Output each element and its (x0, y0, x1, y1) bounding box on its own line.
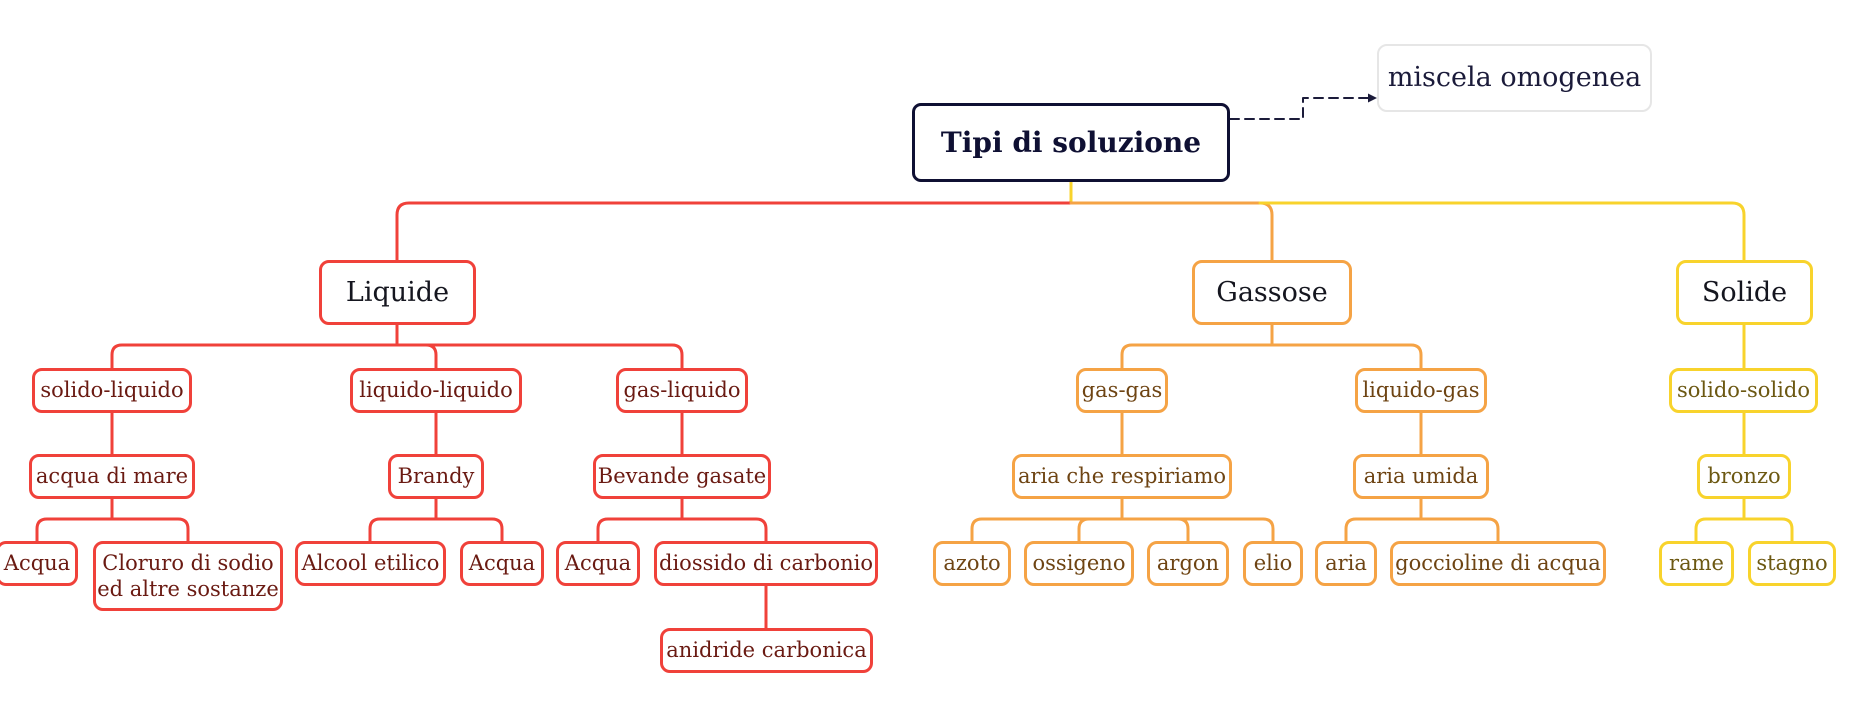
bevande-bracket-link (680, 517, 768, 543)
liquide-bracket-link (395, 343, 684, 370)
node-bronzo[interactable]: bronzo (1697, 454, 1791, 499)
node-solido-liquido[interactable]: solido-liquido (32, 368, 192, 413)
node-label: aria che respiriamo (1017, 464, 1227, 489)
node-acqua[interactable]: Acqua (0, 541, 78, 586)
node-alcool-etilico[interactable]: Alcool etilico (295, 541, 446, 586)
category-label: Liquide (345, 276, 450, 308)
liquide-bracket-link (395, 343, 438, 370)
node-label: goccioline di acqua (1395, 551, 1601, 576)
bevande-bracket-link (596, 517, 684, 543)
node-label: azoto (943, 551, 1001, 576)
node-argon[interactable]: argon (1147, 541, 1229, 586)
node-label: stagno (1756, 551, 1828, 576)
node-label: Alcool etilico (301, 551, 440, 576)
mare-bracket-link (35, 517, 114, 543)
gassose-bracket-link (1270, 343, 1423, 370)
node-label-line-1: Cloruro di sodio (102, 550, 274, 575)
node-gas-gas[interactable]: gas-gas (1076, 368, 1168, 413)
node-label: aria (1325, 551, 1367, 576)
node-label: Acqua (3, 551, 71, 576)
note-arrowhead (1368, 93, 1377, 103)
node-label: bronzo (1707, 464, 1781, 489)
root-to-solide (1258, 201, 1746, 262)
node-label: elio (1253, 551, 1293, 576)
node-label: Acqua (564, 551, 632, 576)
root-to-liquide (395, 201, 1073, 262)
node-label: ossigeno (1032, 551, 1126, 576)
liquide-bracket-link (110, 343, 399, 370)
node-label: liquido-liquido (359, 378, 513, 403)
bronzo-bracket-link (1742, 517, 1794, 543)
node-elio[interactable]: elio (1243, 541, 1303, 586)
mare-bracket-link (110, 517, 190, 543)
node-goccioline-di-acqua[interactable]: goccioline di acqua (1390, 541, 1606, 586)
node-acqua-di-mare[interactable]: acqua di mare (29, 454, 195, 499)
node-label: argon (1156, 551, 1220, 576)
umida-bracket-link (1344, 517, 1423, 543)
node-stagno[interactable]: stagno (1748, 541, 1836, 586)
bronzo-bracket-link (1694, 517, 1746, 543)
node-acqua[interactable]: Acqua (460, 541, 544, 586)
root-to-gassose (1069, 201, 1274, 262)
category-liquide[interactable]: Liquide (319, 260, 476, 325)
node-label: Brandy (397, 464, 475, 489)
note-text: miscela omogenea (1387, 62, 1642, 94)
brandy-bracket-link (368, 517, 438, 543)
node-cloruro-di-sodio[interactable]: Cloruro di sodio ed altre sostanze (93, 541, 283, 611)
category-label: Gassose (1216, 276, 1328, 308)
node-diossido-di-carbonio[interactable]: diossido di carbonio (654, 541, 878, 586)
aria-bracket-link (970, 517, 1124, 543)
umida-bracket-link (1419, 517, 1500, 543)
node-acqua[interactable]: Acqua (556, 541, 640, 586)
aria-bracket-link (1120, 517, 1275, 543)
node-aria-umida[interactable]: aria umida (1353, 454, 1489, 499)
category-label: Solide (1701, 276, 1788, 308)
note-node[interactable]: miscela omogenea (1377, 44, 1652, 112)
node-aria-che-respiriamo[interactable]: aria che respiriamo (1012, 454, 1232, 499)
node-rame[interactable]: rame (1659, 541, 1734, 586)
category-solide[interactable]: Solide (1676, 260, 1813, 325)
node-label: acqua di mare (35, 464, 189, 489)
node-label-line-2: ed altre sostanze (97, 577, 279, 601)
node-gas-liquido[interactable]: gas-liquido (616, 368, 748, 413)
node-label: Acqua (468, 551, 536, 576)
category-gassose[interactable]: Gassose (1192, 260, 1352, 325)
node-label: solido-liquido (40, 378, 184, 403)
node-azoto[interactable]: azoto (933, 541, 1011, 586)
node-label: gas-gas (1081, 378, 1163, 403)
note-dashed-link (1229, 97, 1371, 120)
node-label: diossido di carbonio (659, 551, 873, 576)
brandy-bracket-link (434, 517, 504, 543)
node-anidride-carbonica[interactable]: anidride carbonica (660, 628, 873, 673)
node-solido-solido[interactable]: solido-solido (1669, 368, 1818, 413)
root-title: Tipi di soluzione (940, 126, 1202, 159)
aria-bracket-link (1077, 517, 1124, 543)
node-label: anidride carbonica (666, 638, 867, 663)
root-node[interactable]: Tipi di soluzione (912, 103, 1230, 182)
node-ossigeno[interactable]: ossigeno (1024, 541, 1134, 586)
node-label: liquido-gas (1362, 378, 1480, 403)
node-label: rame (1669, 551, 1724, 576)
node-liquido-gas[interactable]: liquido-gas (1355, 368, 1487, 413)
node-brandy[interactable]: Brandy (388, 454, 484, 499)
node-bevande-gasate[interactable]: Bevande gasate (593, 454, 771, 499)
gassose-bracket-link (1120, 343, 1274, 370)
node-label: gas-liquido (623, 378, 741, 403)
node-label: Bevande gasate (597, 464, 767, 489)
node-label: aria umida (1363, 464, 1479, 489)
node-aria[interactable]: aria (1315, 541, 1377, 586)
node-label: solido-solido (1677, 378, 1810, 403)
aria-bracket-link (1120, 517, 1190, 543)
node-liquido-liquido[interactable]: liquido-liquido (350, 368, 522, 413)
